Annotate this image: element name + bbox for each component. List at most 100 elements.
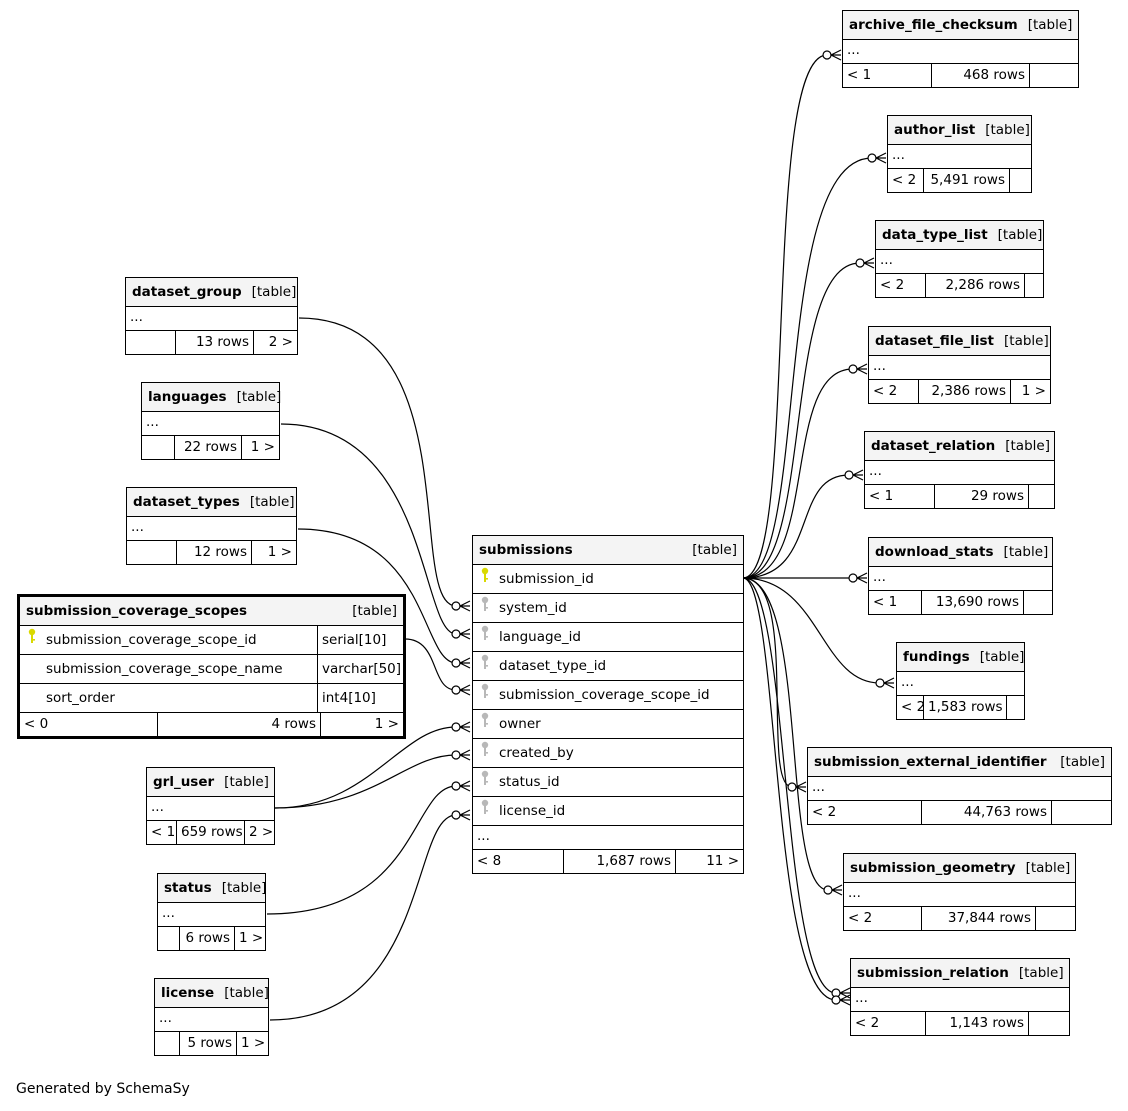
table-header: data_type_list[table] (876, 221, 1043, 250)
child-count[interactable]: 1 > (241, 1035, 266, 1051)
table-header: submissions [table] (473, 536, 743, 565)
column-row[interactable]: dataset_type_id (473, 652, 743, 681)
table-name: languages (148, 389, 227, 405)
parent-count[interactable]: < 2 (888, 169, 924, 192)
table-type: [table] (1027, 17, 1073, 33)
crows-foot-marker (867, 152, 887, 164)
table-type: [table] (224, 774, 269, 790)
table-name: license (161, 985, 215, 1001)
table-header: grl_user[table] (147, 768, 274, 797)
column-cell: status_id (473, 768, 743, 796)
child-count[interactable] (1030, 64, 1078, 87)
child-count[interactable]: 2 > (249, 824, 274, 840)
child-count[interactable]: 1 > (267, 544, 292, 560)
table-type: [table] (224, 985, 269, 1001)
child-count[interactable] (1024, 591, 1052, 614)
crows-foot-marker (875, 677, 895, 689)
more-columns: ... (897, 672, 1024, 696)
table-header: dataset_relation[table] (865, 432, 1054, 461)
column-row[interactable]: license_id (473, 797, 743, 826)
child-count[interactable]: 1 > (1021, 383, 1046, 399)
table-name: author_list (894, 122, 976, 138)
parent-count[interactable] (158, 927, 180, 950)
column-row[interactable]: submission_id (473, 565, 743, 594)
row-count: 1,583 rows (924, 696, 1007, 719)
child-count[interactable]: 2 > (268, 334, 293, 350)
parent-count[interactable] (127, 541, 177, 564)
child-count[interactable] (1029, 1012, 1069, 1035)
child-count[interactable] (1052, 801, 1111, 824)
parent-count[interactable] (142, 436, 175, 459)
submission-external-identifier-table[interactable]: submission_external_identifier[table]...… (807, 747, 1112, 825)
parent-count[interactable]: < 1 (147, 821, 177, 844)
crows-foot-marker (831, 994, 851, 1006)
submission-coverage-scopes-table[interactable]: submission_coverage_scopes [table] submi… (17, 594, 406, 739)
parent-count[interactable]: < 2 (808, 801, 922, 824)
child-count[interactable] (1029, 485, 1054, 508)
child-count[interactable]: 1 > (374, 716, 399, 732)
more-columns: ... (888, 145, 1031, 169)
table-type: [table] (251, 284, 297, 300)
more-columns: ... (843, 40, 1078, 64)
column-row[interactable]: created_by (473, 739, 743, 768)
parent-count[interactable]: < 2 (851, 1012, 926, 1035)
table-name: fundings (903, 649, 970, 665)
child-count[interactable] (1007, 696, 1024, 719)
child-count[interactable] (1010, 169, 1031, 192)
child-count[interactable] (1025, 274, 1043, 297)
parent-count[interactable]: < 2 (897, 696, 924, 719)
column-row[interactable]: language_id (473, 623, 743, 652)
parent-count[interactable]: < 2 (844, 907, 922, 930)
parent-count[interactable]: < 2 (869, 380, 919, 403)
parent-count[interactable]: < 1 (869, 591, 922, 614)
child-count[interactable]: 1 > (250, 439, 275, 455)
row-count: 468 rows (932, 64, 1030, 87)
row-count: 44,763 rows (922, 801, 1052, 824)
table-header: status[table] (158, 874, 266, 903)
crows-foot-marker (822, 49, 842, 61)
column-cell: dataset_type_id (473, 652, 743, 680)
parent-count[interactable]: < 1 (843, 64, 932, 87)
parent-count[interactable]: < 0 (20, 713, 158, 736)
column-row[interactable]: submission_coverage_scope_id (473, 681, 743, 710)
child-count[interactable] (1036, 907, 1075, 930)
link-languages-language-id (280, 423, 457, 635)
parent-count[interactable]: < 1 (865, 485, 935, 508)
link-dataset-relation (742, 474, 850, 579)
column-row[interactable]: status_id (473, 768, 743, 797)
parent-count[interactable]: < 8 (473, 850, 564, 873)
child-count[interactable]: 1 > (239, 930, 264, 946)
child-count[interactable]: 11 > (706, 853, 739, 869)
parent-count[interactable] (126, 331, 176, 354)
column-row[interactable]: system_id (473, 594, 743, 623)
parent-count[interactable]: < 2 (876, 274, 926, 297)
column-row[interactable]: owner (473, 710, 743, 739)
parent-count[interactable] (155, 1032, 180, 1055)
table-type: [table] (997, 227, 1043, 243)
